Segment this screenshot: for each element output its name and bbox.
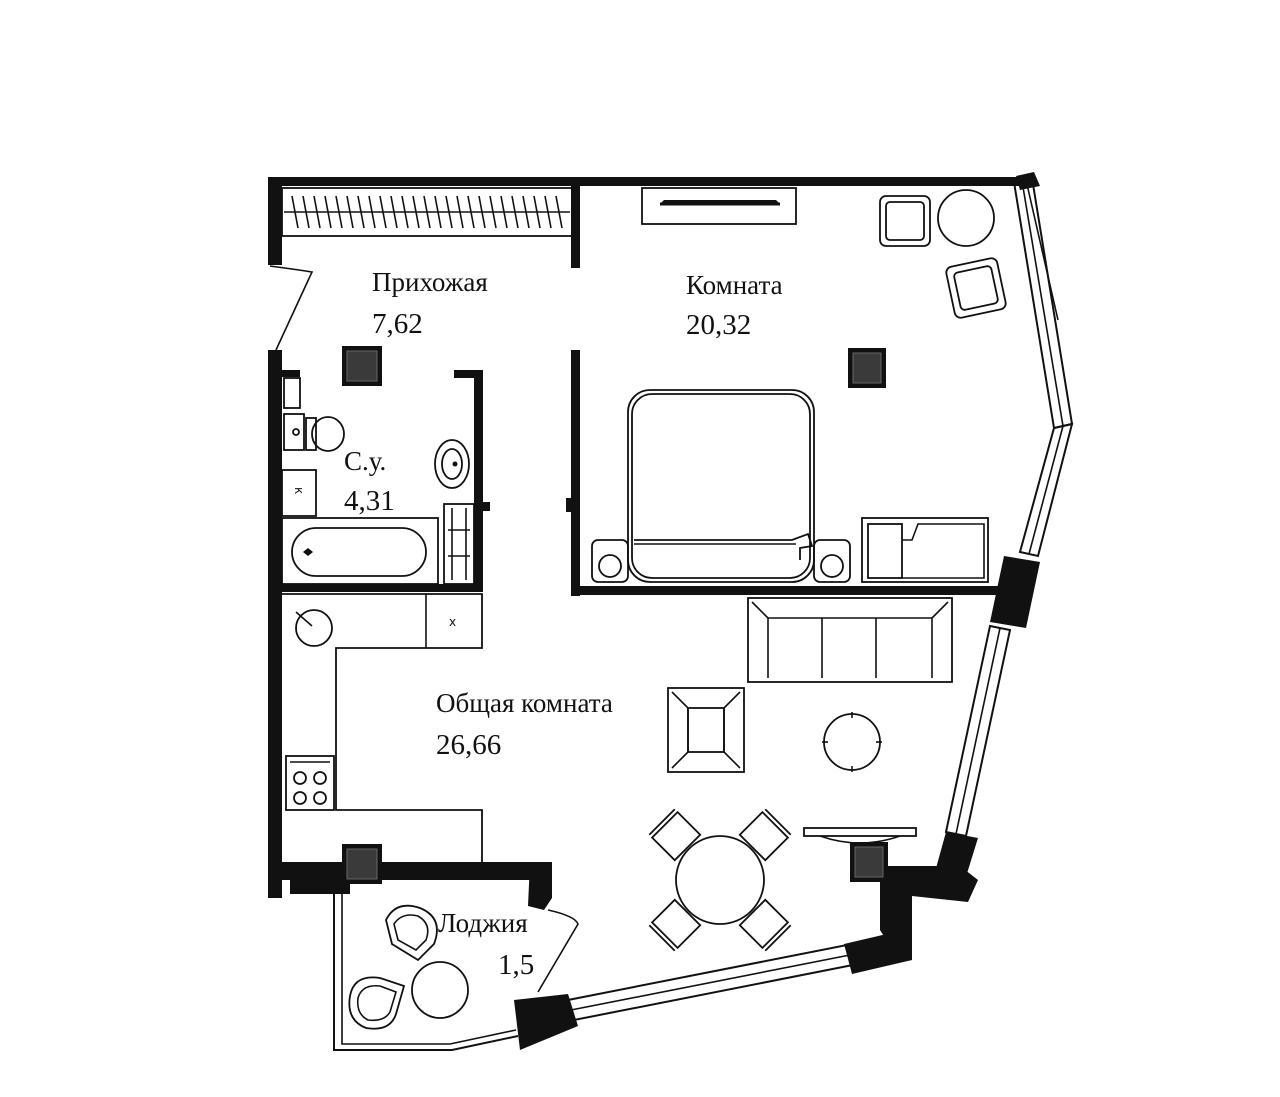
bedroom-area: 20,32 — [686, 309, 751, 341]
bath-wall-bottom — [276, 584, 483, 592]
bedroom-furniture — [591, 187, 1007, 583]
doors — [269, 265, 579, 993]
loggia-chair-1 — [385, 904, 438, 962]
dining-chair-4 — [650, 898, 702, 950]
washbasin — [434, 439, 470, 489]
dining-chair-1 — [650, 810, 702, 862]
nightstand-right — [813, 539, 851, 583]
bedroom-bottom-wall — [571, 586, 1003, 595]
kitchen-counter — [282, 593, 483, 862]
bath-wall-stub — [478, 502, 490, 511]
partition-bedroom-vertical — [571, 350, 580, 596]
loggia-table — [411, 961, 469, 1019]
desk — [861, 517, 989, 583]
nightstand-left — [591, 539, 629, 583]
hallway-name: Прихожая — [372, 267, 488, 297]
bath-wall-top — [276, 370, 300, 377]
loggia-furniture — [348, 904, 469, 1030]
bottom-wall-corner — [528, 862, 552, 910]
bedroom-table — [937, 189, 995, 247]
partition-stub — [566, 498, 572, 512]
bath-wall-right — [474, 370, 483, 592]
column-living-right — [850, 842, 888, 882]
loggia-area: 1,5 — [498, 949, 534, 981]
towel-rack — [443, 503, 475, 585]
window-frame-bottom-right — [844, 930, 912, 974]
dining-set — [648, 808, 792, 952]
bathroom-area: 4,31 — [344, 485, 395, 517]
kitchen-sink — [295, 609, 333, 647]
entrance-door — [269, 265, 314, 351]
kitchen-cabinet-mark: x — [449, 615, 456, 629]
top-wall — [268, 177, 1028, 186]
bedroom-chair-2 — [945, 257, 1007, 319]
bath-wall-top-right — [454, 370, 482, 378]
sink-small — [283, 413, 305, 451]
loggia-outline — [333, 880, 519, 1051]
window-frame-bottom-left — [514, 994, 578, 1050]
loggia-chair-2 — [348, 976, 406, 1030]
living-area: 26,66 — [436, 729, 501, 761]
bottom-wall-left — [268, 862, 548, 880]
column-living-left — [342, 844, 382, 884]
loggia-name: Лоджия — [438, 908, 528, 938]
partition-top — [571, 186, 580, 268]
windows — [333, 172, 1074, 1051]
bath-cabinet — [281, 469, 317, 517]
kitchen: x — [282, 593, 483, 862]
bathroom-fixtures: к — [281, 377, 475, 585]
dining-chair-2 — [738, 810, 790, 862]
toilet — [305, 416, 345, 452]
stove — [285, 755, 335, 811]
column-hallway — [342, 346, 382, 386]
columns — [342, 346, 888, 884]
left-top-wall — [268, 177, 282, 265]
bathtub — [281, 517, 439, 585]
window-frame-right-bottom — [930, 832, 978, 896]
loggia-door — [537, 909, 579, 993]
tv-stand — [803, 827, 917, 844]
sofa — [747, 597, 953, 683]
tv — [641, 187, 797, 225]
armchair — [667, 687, 745, 773]
bath-cabinet-mark: к — [292, 487, 306, 494]
living-name: Общая комната — [436, 688, 613, 718]
window-frame-right — [990, 556, 1040, 628]
loggia-top-wall — [290, 880, 350, 894]
wardrobe — [281, 187, 573, 237]
bed — [627, 389, 815, 583]
bedroom-name: Комната — [686, 270, 783, 300]
living-furniture — [648, 597, 953, 952]
bedroom-chair-1 — [879, 195, 931, 247]
hallway-area: 7,62 — [372, 308, 423, 340]
bathroom-name: С.у. — [344, 446, 386, 476]
dining-chair-3 — [738, 898, 790, 950]
coffee-table — [822, 712, 882, 772]
room-labels: Прихожая 7,62 Комната 20,32 С.у. 4,31 Об… — [344, 267, 783, 981]
window-right-mid — [1018, 422, 1074, 558]
left-wall — [268, 350, 282, 898]
column-bedroom — [848, 348, 886, 388]
